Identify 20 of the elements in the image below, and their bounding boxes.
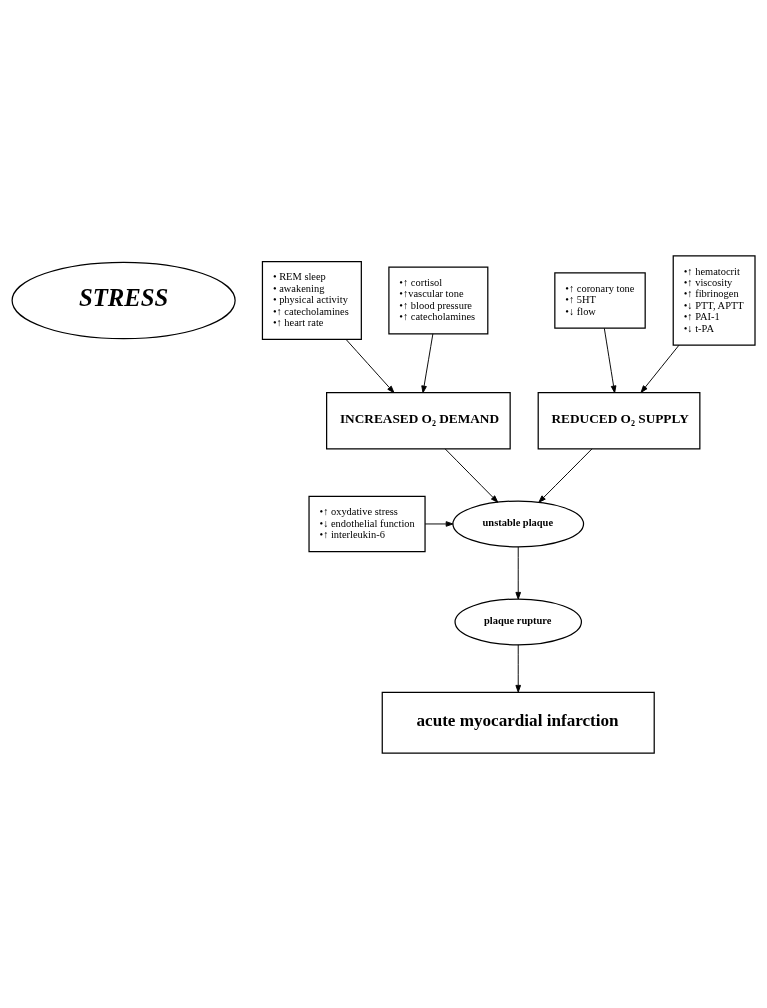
arrow [424, 520, 454, 527]
node-box: REDUCED O₂ SUPPLY [537, 391, 701, 449]
node-box: •↑ hematocrit •↑ viscosity •↑ fibrinogen •↓ PTT, APTT •↑ PAI-1 •↓ t-PA [672, 254, 756, 346]
arrow [538, 447, 593, 503]
arrow [603, 327, 617, 393]
arrow [640, 344, 680, 393]
arrow [444, 447, 499, 503]
node-ellipse: unstable plaque [452, 499, 585, 547]
node-box: •↑ oxydative stress •↓ endothelial function •↑ interleukin-6 [308, 495, 426, 552]
node-ellipse: STRESS [11, 261, 236, 339]
node-box: acute myocardial infarction [381, 691, 655, 754]
node-box: • REM sleep • awakening • physical activity •↑ catecholamines •↑ heart rate [261, 260, 362, 340]
node-box: INCREASED O₂ DEMAND [326, 391, 511, 449]
node-box: •↑ coronary tone •↑ 5HT •↓ flow [554, 271, 646, 329]
arrow [421, 332, 434, 393]
arrow [515, 643, 522, 692]
arrow [515, 545, 522, 600]
node-ellipse: plaque rupture [454, 597, 583, 645]
arrow [345, 338, 395, 393]
node-box: •↑ cortisol •↑vascular tone •↑ blood pressure •↑ catecholamines [388, 266, 489, 334]
